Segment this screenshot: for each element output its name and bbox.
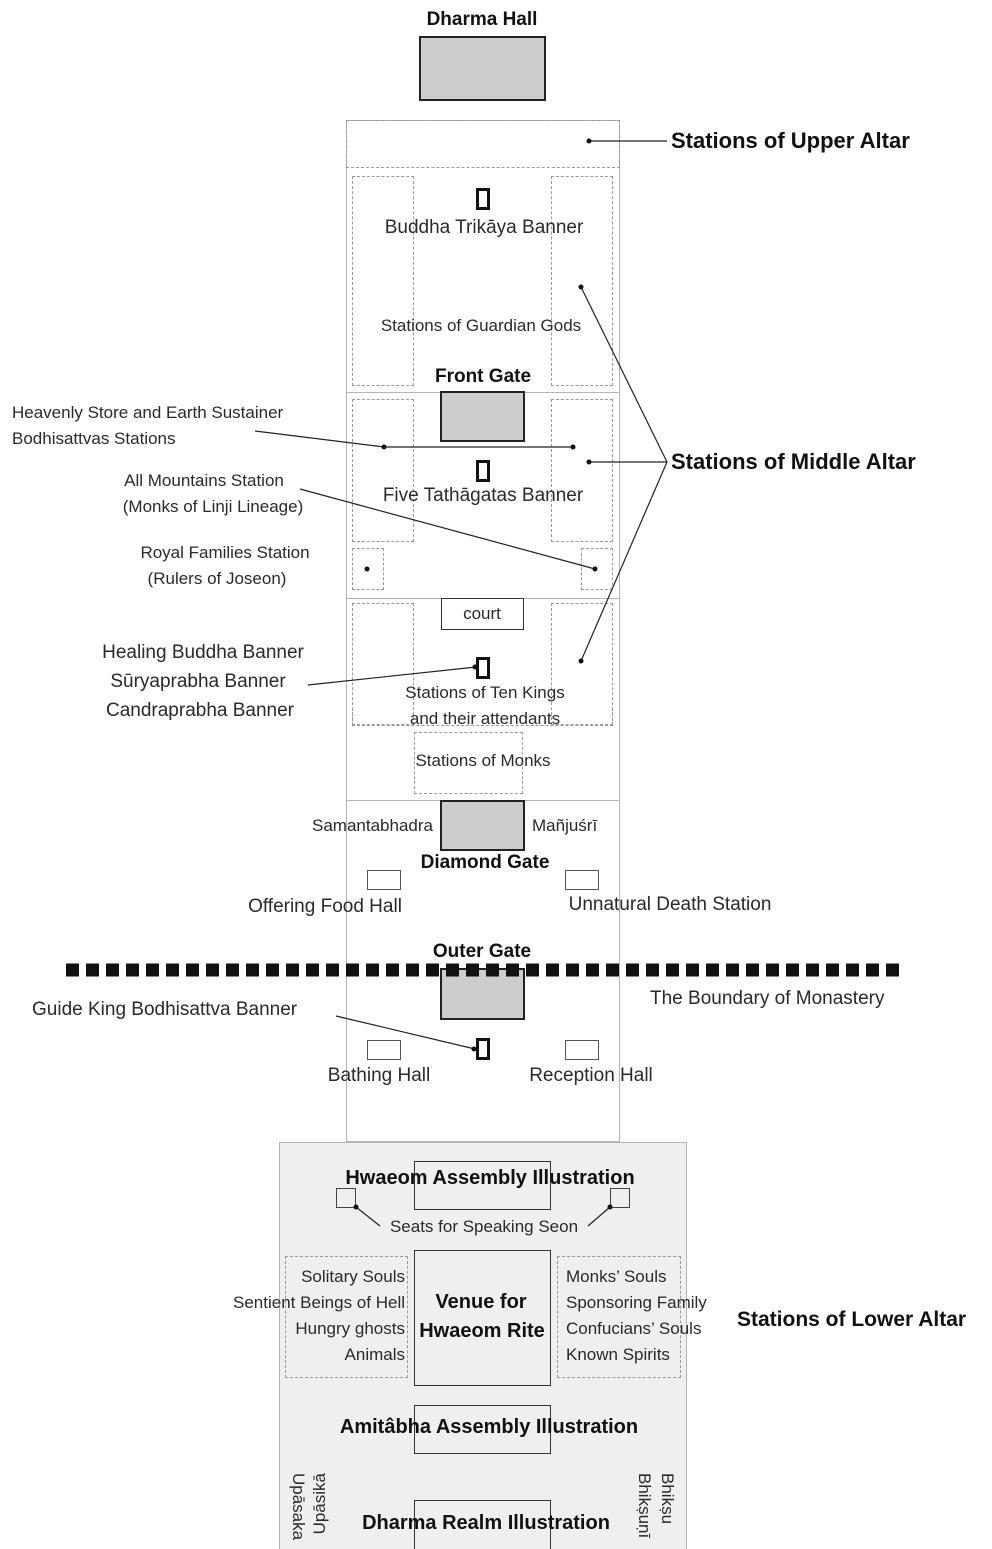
dharma-hall-label: Dharma Hall — [426, 9, 538, 30]
trikaya-banner-icon — [476, 188, 490, 210]
venue-box — [414, 1250, 551, 1386]
bhiksu-label: Bhikṣu — [658, 1473, 677, 1525]
middle-altar-label: Stations of Middle Altar — [671, 449, 916, 474]
seon-seat-right-box — [610, 1188, 630, 1208]
trikaya-banner-label: Buddha Trikāya Banner — [384, 217, 584, 238]
unnatural-death-box — [565, 870, 599, 890]
outer-gate-label: Outer Gate — [432, 941, 532, 962]
hwaeom-illustration-box — [414, 1161, 551, 1210]
right-souls-item: Sponsoring Family — [566, 1293, 707, 1312]
lower-altar-label: Stations of Lower Altar — [737, 1308, 967, 1331]
dharma-realm-illustration-box — [414, 1500, 551, 1549]
five-tathagatas-label: Five Tathāgatas Banner — [382, 485, 584, 506]
royal-right-zone — [581, 548, 613, 590]
ten-kings-right-zone — [551, 603, 613, 725]
upper-altar-zone — [346, 120, 620, 168]
manjusri-label: Mañjuśrī — [532, 816, 598, 835]
reception-hall-label: Reception Hall — [529, 1065, 653, 1086]
offering-food-hall-label: Offering Food Hall — [248, 896, 402, 917]
left-souls-item: Animals — [344, 1345, 405, 1364]
guardian-gods-label: Stations of Guardian Gods — [380, 316, 582, 335]
bathing-hall-label: Bathing Hall — [327, 1065, 431, 1086]
court-label: court — [463, 604, 501, 623]
diamond-gate-box — [440, 800, 525, 851]
monks-label: Stations of Monks — [415, 751, 551, 770]
monks-zone — [414, 732, 523, 794]
diamond-gate-label: Diamond Gate — [420, 852, 550, 873]
samantabhadra-label: Samantabhadra — [312, 816, 433, 835]
all-mountains-sublabel: (Monks of Linji Lineage) — [122, 497, 304, 516]
venue-sublabel: Hwaeom Rite — [419, 1320, 545, 1342]
heavenly-left-zone — [352, 399, 414, 542]
bhiksuni-label: Bhikṣuṇī — [635, 1473, 654, 1539]
front-gate-label: Front Gate — [434, 366, 532, 387]
ten-kings-sublabel: and their attendants — [409, 709, 561, 728]
monastery-boundary-label: The Boundary of Monastery — [650, 988, 885, 1009]
unnatural-death-label: Unnatural Death Station — [568, 894, 772, 915]
earth-right-zone — [551, 399, 613, 542]
right-souls-item: Confucians’ Souls — [566, 1319, 702, 1338]
left-souls-item: Hungry ghosts — [295, 1319, 405, 1338]
right-souls-zone — [557, 1256, 681, 1378]
dharma-realm-illustration-label: Dharma Realm Illustration — [362, 1512, 610, 1534]
guardian-right-zone — [551, 176, 613, 386]
bathing-hall-box — [367, 1040, 401, 1060]
healing-buddha-label: Healing Buddha Banner — [102, 642, 304, 663]
seon-seats-label: Seats for Speaking Seon — [389, 1217, 579, 1236]
court-box — [441, 598, 524, 630]
venue-label: Venue for — [435, 1291, 527, 1313]
all-mountains-label: All Mountains Station — [124, 471, 284, 490]
candraprabha-label: Candraprabha Banner — [105, 700, 295, 721]
left-souls-zone — [285, 1256, 408, 1378]
ten-kings-left-zone — [352, 603, 414, 725]
left-souls-item: Solitary Souls — [301, 1267, 405, 1286]
heavenly-store-label: Heavenly Store and Earth Sustainer — [12, 403, 284, 422]
guardian-left-zone — [352, 176, 414, 386]
amitabha-illustration-label: Amitâbha Assembly Illustration — [339, 1416, 639, 1438]
upasika-label: Upāsikā — [310, 1473, 329, 1535]
amitabha-illustration-box — [414, 1405, 551, 1454]
seon-seat-left-box — [336, 1188, 356, 1208]
royal-families-sublabel: (Rulers of Joseon) — [147, 569, 287, 588]
front-gate-box — [440, 391, 525, 442]
suryaprabha-label: Sūryaprabha Banner — [110, 671, 286, 692]
outer-gate-box — [440, 968, 525, 1020]
offering-food-hall-box — [367, 870, 401, 890]
upper-altar-label: Stations of Upper Altar — [671, 128, 910, 153]
ten-kings-label: Stations of Ten Kings — [405, 683, 565, 702]
five-tathagatas-banner-icon — [476, 460, 490, 482]
right-souls-item: Known Spirits — [566, 1345, 670, 1364]
hwaeom-illustration-label: Hwaeom Assembly Illustration — [345, 1167, 635, 1189]
right-souls-item: Monks’ Souls — [566, 1267, 667, 1286]
heavenly-store-sublabel: Bodhisattvas Stations — [12, 429, 176, 448]
guide-king-banner-icon — [476, 1038, 490, 1060]
reception-hall-box — [565, 1040, 599, 1060]
royal-left-zone — [352, 548, 384, 590]
left-souls-item: Sentient Beings of Hell — [233, 1293, 405, 1312]
healing-buddha-banner-icon — [476, 657, 490, 679]
royal-families-label: Royal Families Station — [140, 543, 310, 562]
ten-kings-bottom-zone — [352, 708, 613, 726]
upasaka-label: Upāsaka — [289, 1473, 308, 1541]
dharma-hall-box — [419, 36, 546, 101]
guide-king-banner-label: Guide King Bodhisattva Banner — [32, 999, 298, 1020]
